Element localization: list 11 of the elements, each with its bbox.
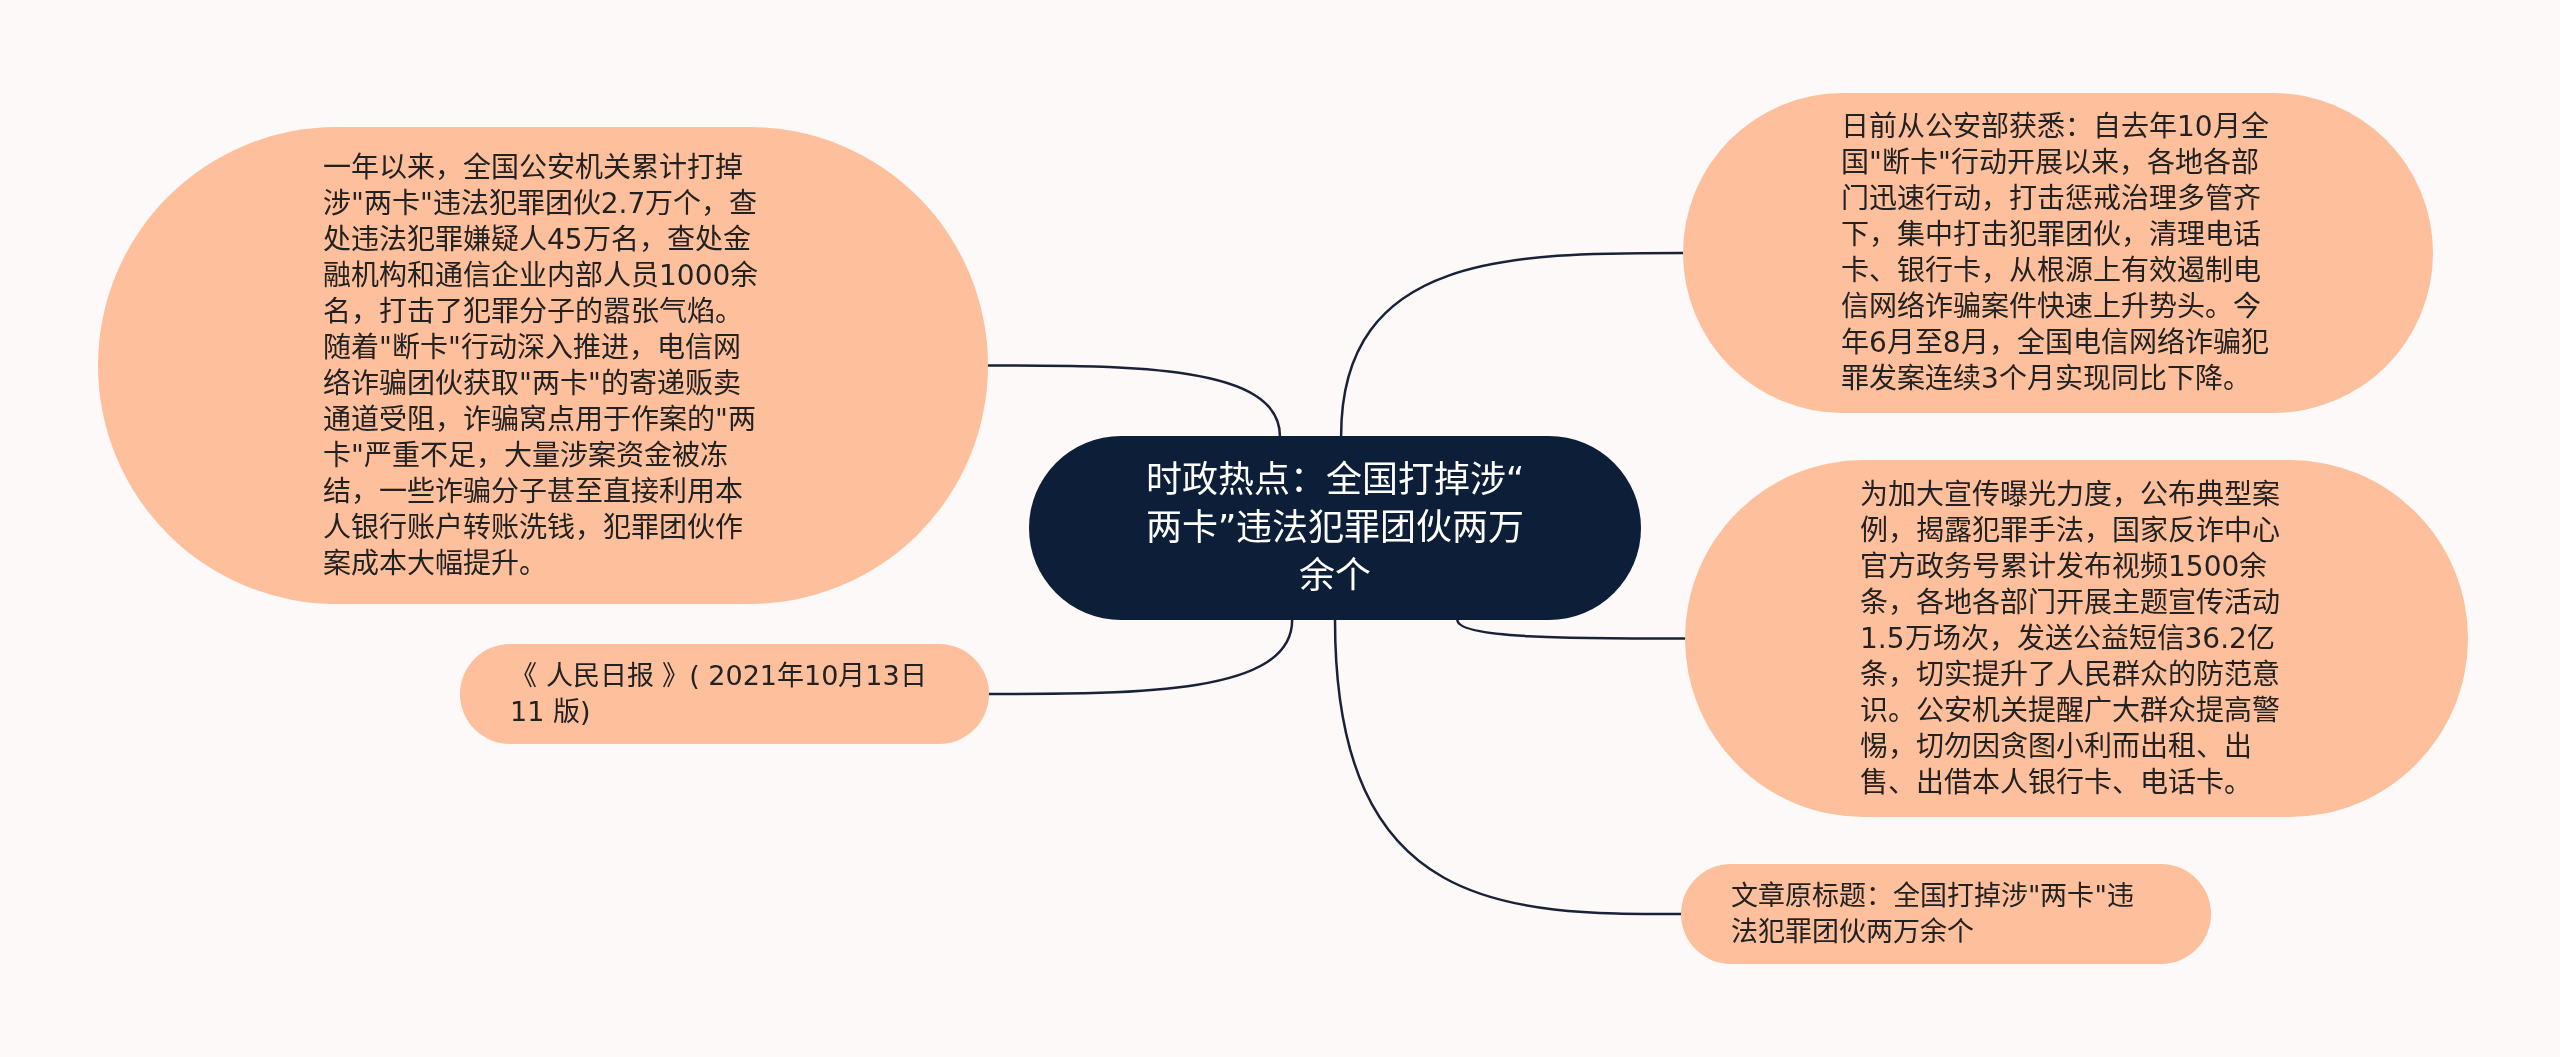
- connector-curve: [1333, 619, 1681, 916]
- topic-text: 日前从公安部获悉：自去年10月全国"断卡"行动开展以来，各地各部门迅速行动，打击惩戒治理多管齐下，集中打击犯罪团伙，清理电话卡、银行卡，从根源上有效遏制电信网络诈骗案件快速上升势头。今年6月至8月，全国电信网络诈骗犯罪发案连续3个月实现同比下降。: [1841, 109, 2270, 397]
- connector-curve: [1456, 619, 1685, 640]
- topic-text: 一年以来，全国公安机关累计打掉涉"两卡"违法犯罪团伙2.7万个，查处违法犯罪嫌疑人45万名，查处金融机构和通信企业内部人员1000余名，打击了犯罪分子的嚣张气焰。随着"断卡"行动深入推进，电信网络诈骗团伙获取"两卡"的寄递贩卖通道受阻，诈骗窝点用于作案的"两卡"严重不足，大量涉案资金被冻结，一些诈骗分子甚至直接利用本人银行账户转账洗钱，犯罪团伙作案成本大幅提升。: [323, 149, 759, 582]
- topic-text: 文章原标题：全国打掉涉"两卡"违法犯罪团伙两万余个: [1731, 879, 2135, 949]
- topic-text: 《 人民日报 》( 2021年10月13日11 版): [510, 659, 928, 729]
- connector-curve: [1339, 251, 1683, 437]
- connector-curve: [989, 619, 1294, 696]
- central-topic-text: 时政热点：全国打掉涉“两卡”违法犯罪团伙两万余个: [1144, 458, 1526, 598]
- connector-curve: [988, 364, 1282, 437]
- topic-text: 为加大宣传曝光力度，公布典型案例，揭露犯罪手法，国家反诈中心官方政务号累计发布视频1500余条，各地各部门开展主题宣传活动1.5万场次，发送公益短信36.2亿条，切实提升了人民群众的防范意识。公安机关提醒广大群众提高警惕，切勿因贪图小利而出租、出售、出借本人银行卡、电话卡。: [1860, 476, 2281, 801]
